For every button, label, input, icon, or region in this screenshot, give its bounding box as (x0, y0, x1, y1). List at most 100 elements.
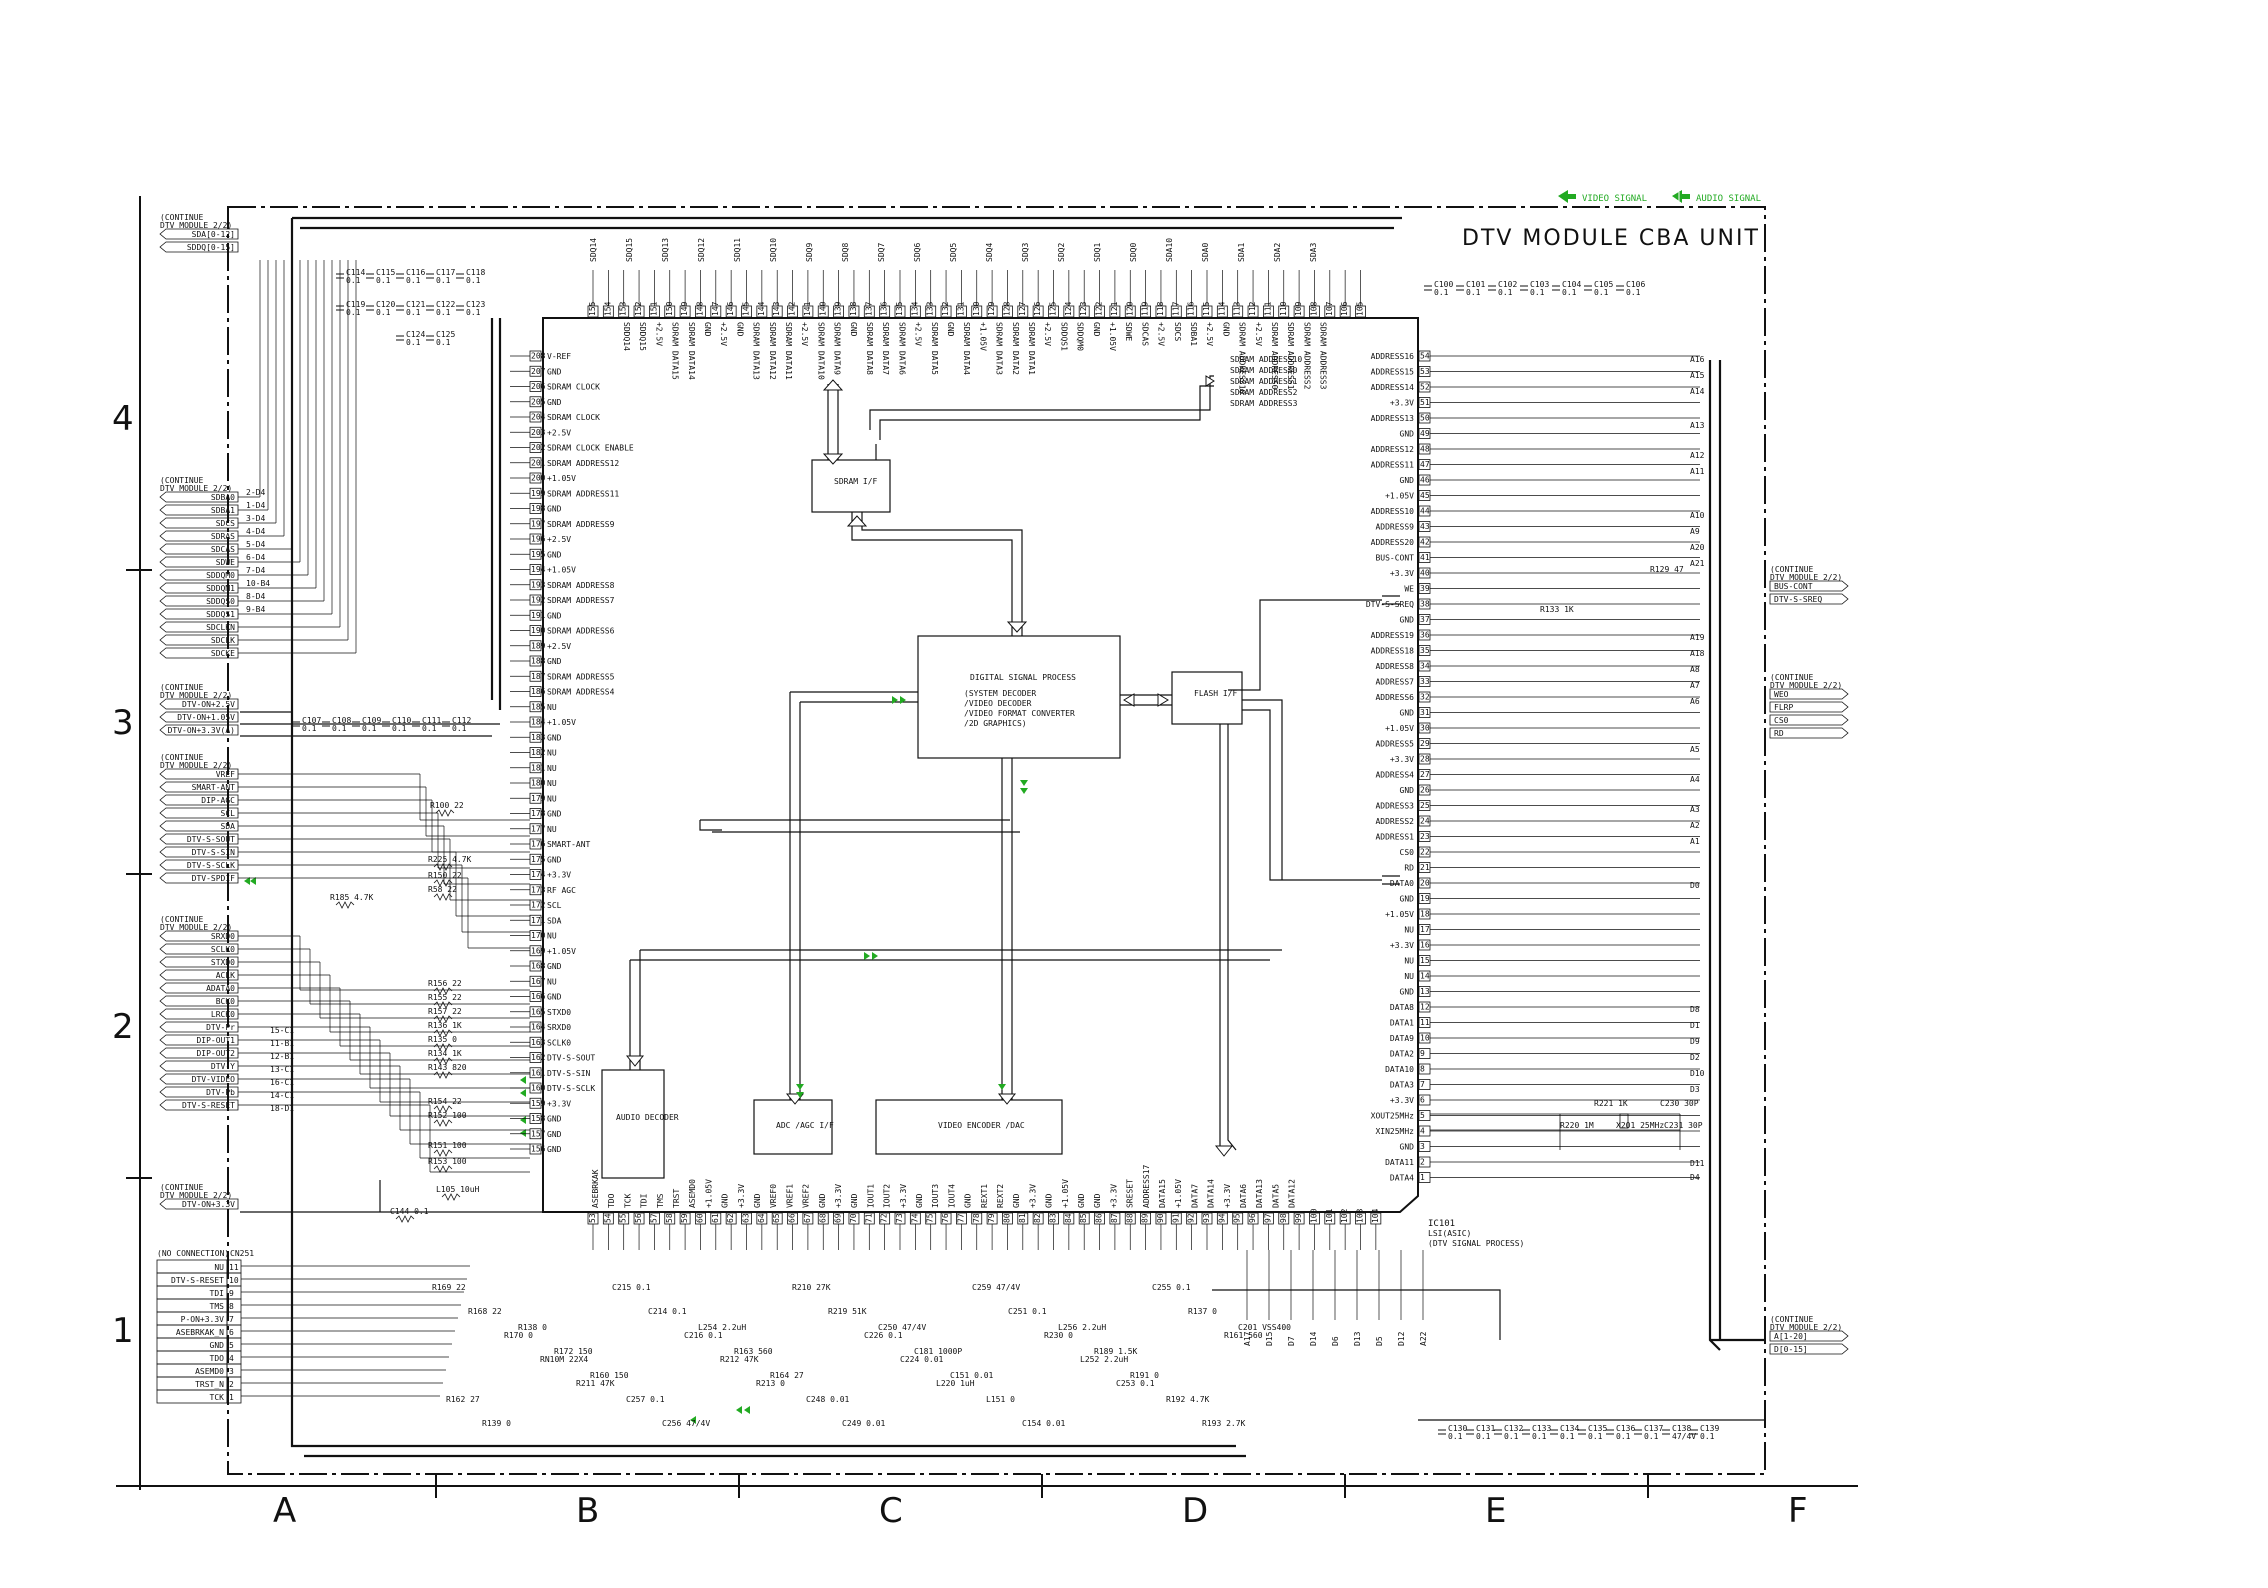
pin-number: 29 (1420, 739, 1430, 748)
component-ref: C121 (406, 300, 425, 309)
pin-number: 18 (1420, 910, 1430, 919)
component-value: 0.1 (466, 276, 481, 285)
connector-ref: 6-D4 (246, 553, 265, 562)
component-ref: C138 (1672, 1424, 1691, 1433)
pin-name: IOUT3 (931, 1184, 940, 1208)
component-label: C215 0.1 (612, 1283, 651, 1292)
component-value: 0.1 (1532, 1432, 1547, 1441)
signal-markers (244, 696, 1028, 1424)
connector-ref: 8-D4 (246, 592, 265, 601)
pin-name: SDRAM DATA11 (784, 322, 793, 380)
top-signal: SDQ14 (589, 238, 598, 262)
component-ref: C108 (332, 716, 351, 725)
pin-name: GND (1045, 1193, 1054, 1208)
bus-label: D7 (1287, 1336, 1296, 1346)
zone-col-a: A (273, 1491, 296, 1531)
connector-signal: SDA (221, 822, 236, 831)
pin-number: 75 (926, 1213, 935, 1223)
top-signal: SDA10 (1165, 238, 1174, 262)
cn251-ref: CN251 (230, 1249, 254, 1258)
component-ref: C124 (406, 330, 425, 339)
pin-number: 147 (711, 301, 720, 316)
top-signal: SDQ5 (949, 243, 958, 262)
bus-label: A3 (1690, 805, 1700, 814)
component-label: R213 0 (756, 1379, 785, 1388)
pin-number: 163 (531, 1038, 546, 1047)
pin-number: 167 (531, 977, 546, 986)
pin-name: V-REF (547, 352, 571, 361)
pin-number: 86 (1095, 1213, 1104, 1223)
pin-number: 28 (1420, 755, 1430, 764)
component-label: X201 25MHz (1616, 1121, 1664, 1130)
bus-label: A18 (1690, 649, 1705, 658)
pin-number: 194 (531, 565, 546, 574)
pin-number: 175 (531, 855, 546, 864)
cn251-pin-name: TDI (210, 1289, 225, 1298)
pin-number: 40 (1420, 569, 1430, 578)
cn251-title: (NO CONNECTION) (157, 1249, 229, 1258)
pin-name: TRST (672, 1189, 681, 1208)
pin-name: DATA11 (1385, 1158, 1414, 1167)
pin-number: 120 (1125, 301, 1134, 316)
pin-number: 74 (910, 1213, 919, 1223)
pin-number: 65 (772, 1213, 781, 1223)
block-video-encoder (875, 1099, 1063, 1155)
connector-ref: 15-C1 (270, 1026, 294, 1035)
block-sdram-if (811, 459, 891, 513)
pin-number: 141 (803, 301, 812, 316)
top-signal: SDA0 (1201, 243, 1210, 262)
top-signal: SDA2 (1273, 243, 1282, 262)
connector-ref: 10-B4 (246, 579, 270, 588)
component-ref: C136 (1616, 1424, 1635, 1433)
component-ref: C106 (1626, 280, 1645, 289)
pin-number: 169 (531, 946, 546, 955)
pin-name: DATA7 (1190, 1184, 1199, 1208)
pin-name: +3.3V (1028, 1184, 1037, 1208)
connector-signal: SDCKE (211, 649, 235, 658)
connector-pin (1769, 1330, 1849, 1342)
pin-number: 121 (1110, 301, 1119, 316)
pin-number: 168 (531, 962, 546, 971)
pin-number: 117 (1171, 301, 1180, 316)
component-label: R191 0 (1130, 1371, 1159, 1380)
component-value: 0.1 (436, 308, 451, 317)
pin-name: XOUT25MHz (1371, 1112, 1415, 1121)
zone-col-e: E (1485, 1491, 1506, 1531)
bus-label: A13 (1690, 421, 1705, 430)
top-signal: SDQ12 (697, 238, 706, 262)
pin-name: SDCS (1173, 322, 1182, 341)
pin-name: SDDQ15 (638, 322, 647, 351)
pin-number: 187 (531, 672, 546, 681)
component-ref: C101 (1466, 280, 1485, 289)
pin-number: 203 (531, 428, 546, 437)
component-label: R150 22 (428, 871, 462, 880)
connector-signal: DTV-VIDEO (192, 1075, 236, 1084)
connector-signal: SDDQS1 (206, 610, 235, 619)
component-ref: C115 (376, 268, 395, 277)
cn251-pin-number: 1 (229, 1393, 234, 1402)
pin-name: NU (547, 703, 557, 712)
cn251-pin-number: 10 (229, 1276, 239, 1285)
component-ref: C104 (1562, 280, 1581, 289)
component-label: C216 0.1 (684, 1331, 723, 1340)
pin-number: 98 (1279, 1213, 1288, 1223)
ic-right-pins: 54ADDRESS1653ADDRESS1552ADDRESS1451+3.3V… (1366, 350, 1700, 1183)
component-ref: C120 (376, 300, 395, 309)
pin-name: DATA14 (1207, 1179, 1216, 1208)
cn251-pin-name: GND (210, 1341, 225, 1350)
pin-name: +2.5V (1254, 322, 1263, 346)
component-value: 0.1 (1448, 1432, 1463, 1441)
pin-number: 188 (531, 657, 546, 666)
component-value: 0.1 (1476, 1432, 1491, 1441)
pin-name: IOUT1 (866, 1184, 875, 1208)
connector-signal: DTV-S-RESET (182, 1101, 235, 1110)
connector-pin (159, 698, 239, 710)
connector-pin (1769, 580, 1849, 592)
pin-name: GND (547, 1145, 562, 1154)
pin-number: 8 (1420, 1065, 1425, 1074)
pin-name: ADDRESS1 (1375, 833, 1414, 842)
connector-signal: DTV-S-SCLK (187, 861, 235, 870)
pin-name: GND (1221, 322, 1230, 337)
pin-name: SDRAM CLOCK (547, 413, 600, 422)
pin-number: 184 (531, 718, 546, 727)
